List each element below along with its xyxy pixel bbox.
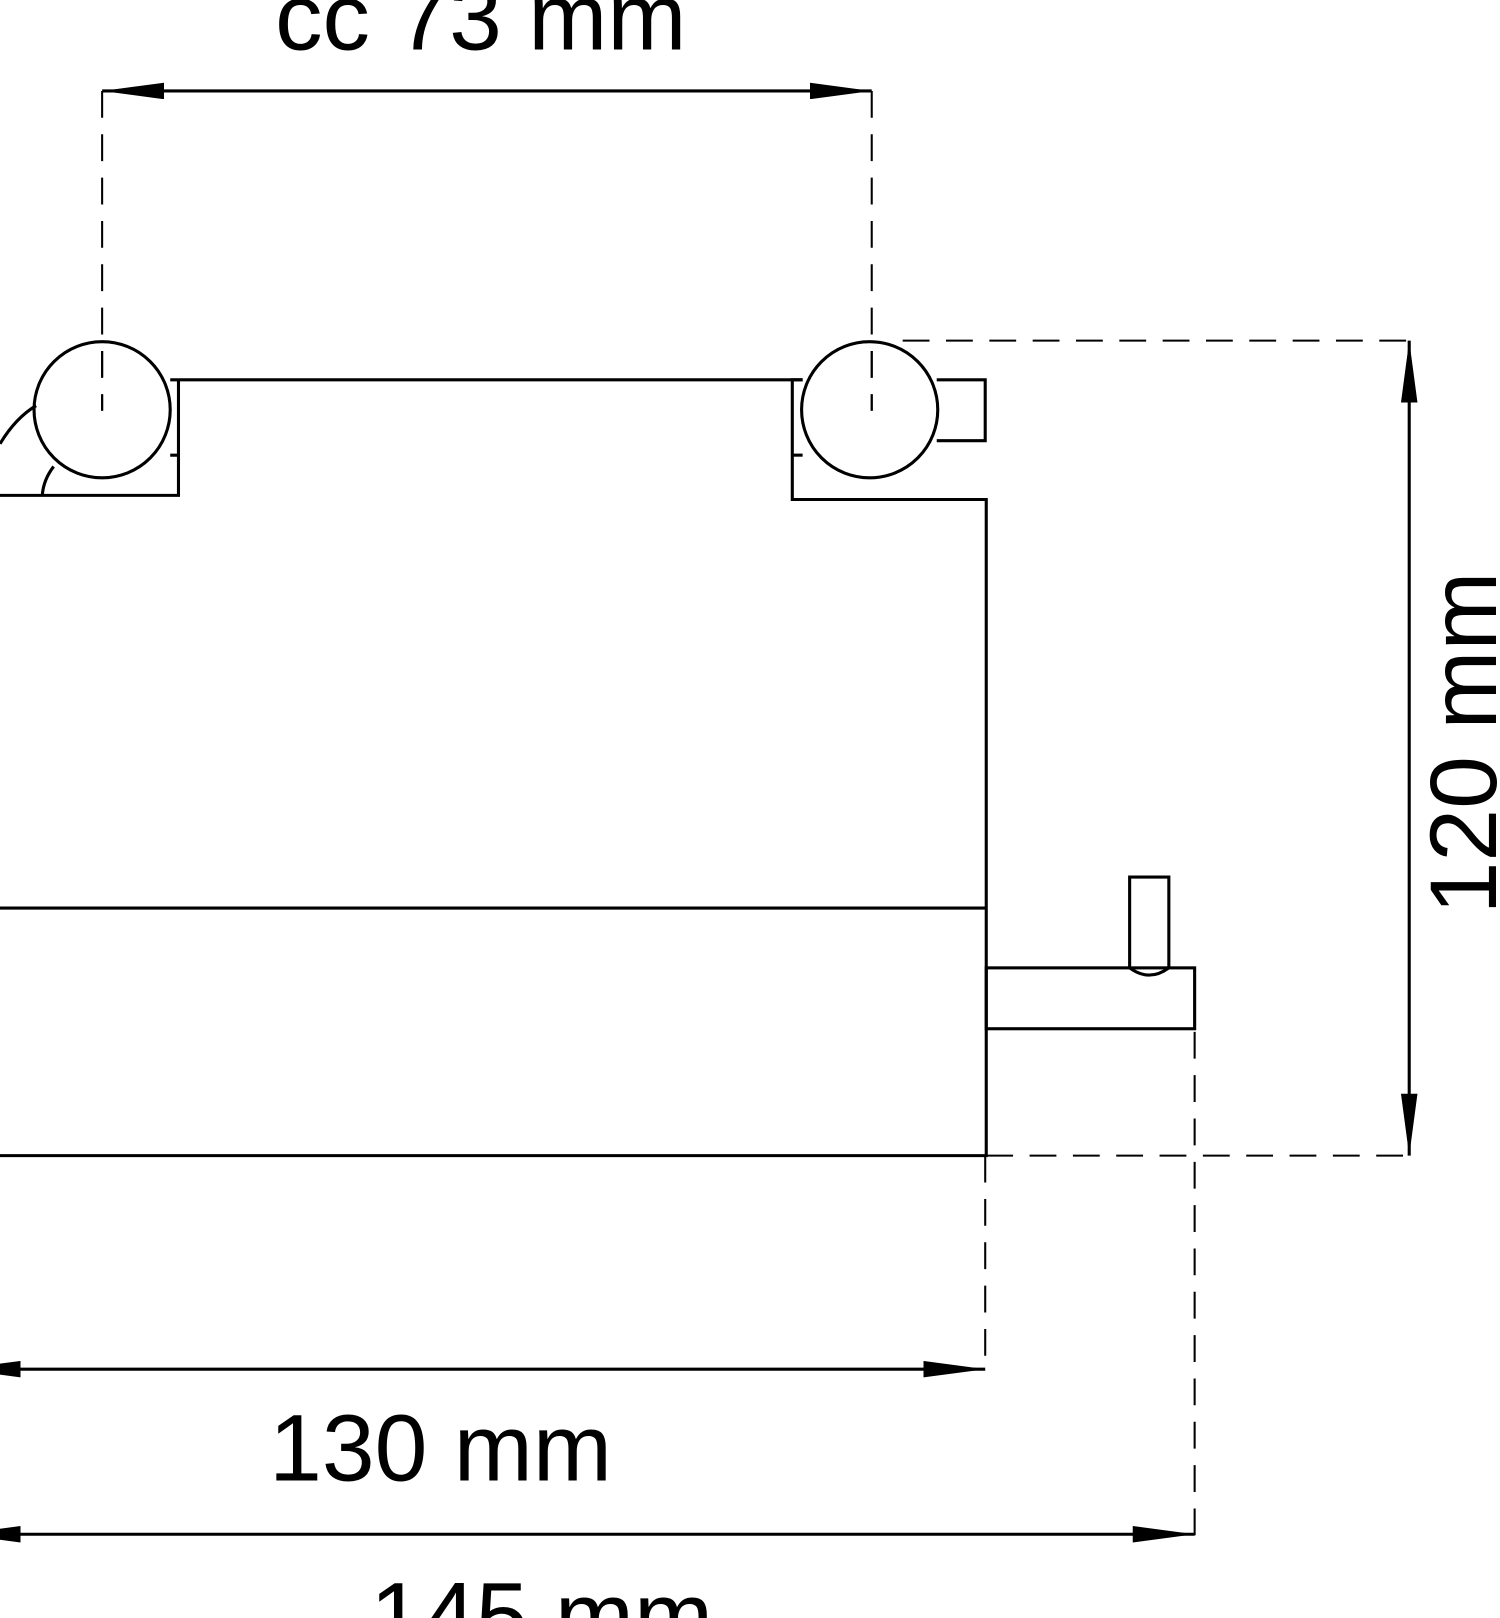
dimension-lines [0, 82, 1418, 1543]
total-depth-label: 145 mm [370, 1564, 713, 1618]
hook [984, 875, 1197, 1031]
cc-dimension-label: cc 73 mm [275, 0, 686, 71]
holder-body [0, 378, 988, 1158]
body-depth-label: 130 mm [269, 1396, 612, 1502]
extension-lines [101, 90, 1414, 1538]
right-mount-circle [800, 340, 940, 480]
left-mount-circle [32, 340, 172, 480]
wall-mounts [32, 340, 940, 480]
height-label: 120 mm [1411, 572, 1500, 915]
